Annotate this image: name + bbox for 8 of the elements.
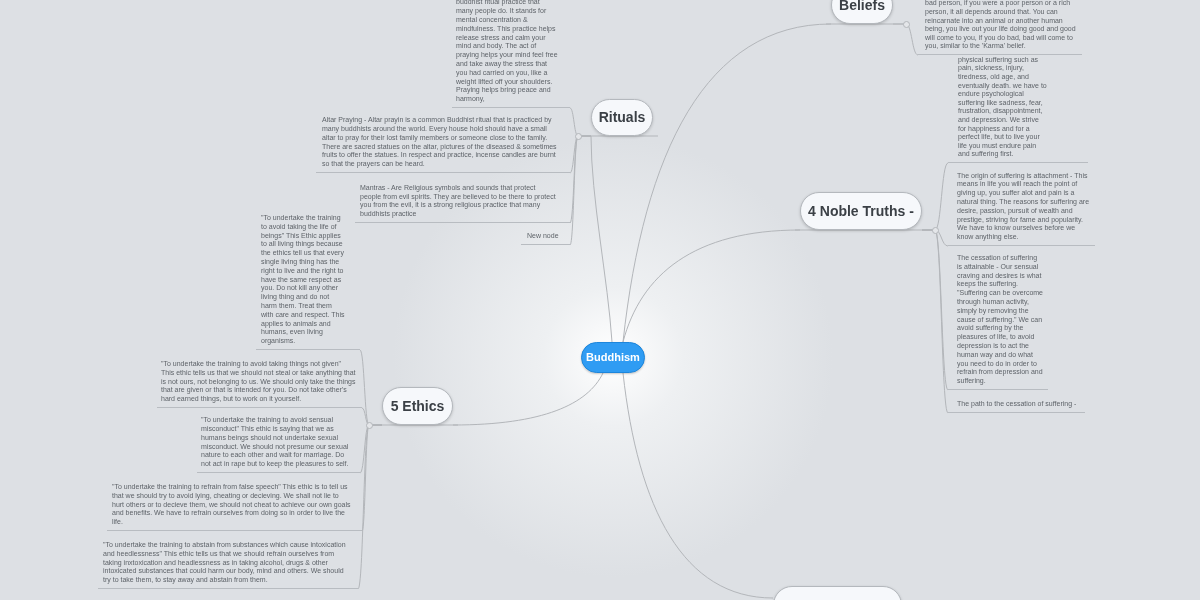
topic-bubble: Beliefs [831, 0, 893, 24]
connector [590, 135, 613, 343]
connector [892, 23, 919, 56]
central-topic: Buddhism [581, 342, 645, 373]
topic-bubble: 4 Noble Truths - [800, 192, 922, 230]
connector [622, 229, 801, 343]
connector [622, 372, 774, 599]
connector [452, 372, 604, 426]
